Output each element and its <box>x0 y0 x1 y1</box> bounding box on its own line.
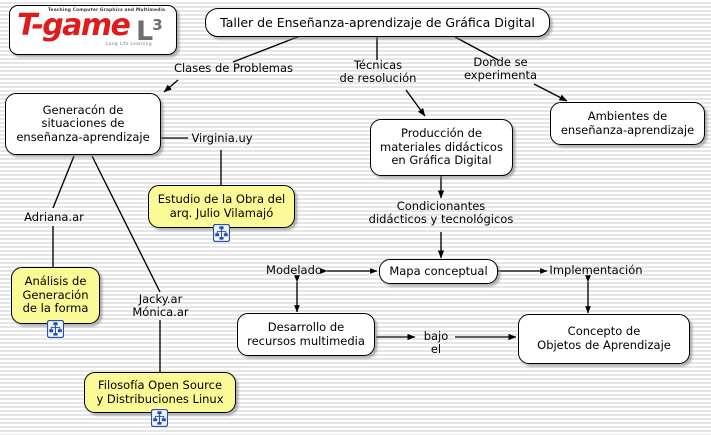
node-generacion-situaciones[interactable]: Generacón de situaciones de enseñanza-ap… <box>5 93 161 155</box>
link-donde-se-experimenta: Donde se experimenta <box>463 55 538 83</box>
logo-tagline-top: Teaching Computer Graphics and Multimedi… <box>48 8 166 13</box>
child-map-icon[interactable] <box>151 409 168 427</box>
link-jacky-monica: Jacky.ar Mónica.ar <box>132 292 189 320</box>
node-desarrollo-recursos-multimedia[interactable]: Desarrollo de recursos multimedia <box>237 313 375 356</box>
node-ambientes-ensenanza[interactable]: Ambientes de enseñanza-aprendizaje <box>550 102 705 145</box>
node-filosofia-open-source[interactable]: Filosofía Open Source y Distribuciones L… <box>84 372 236 413</box>
child-map-icon[interactable] <box>47 320 64 338</box>
node-analisis-generacion-forma[interactable]: Análisis de Generación de la forma <box>11 267 100 324</box>
tgamel3-logo: Teaching Computer Graphics and Multimedi… <box>9 5 177 55</box>
logo-wordmark-gray: L3 <box>136 10 163 47</box>
node-produccion-materiales[interactable]: Producción de materiales didácticos en G… <box>370 119 513 176</box>
link-condicionantes-didacticos: Condicionantes didácticos y tecnológicos <box>368 199 514 227</box>
node-estudio-obra-vilamajo[interactable]: Estudio de la Obra del arq. Julio Vilama… <box>148 185 295 228</box>
link-clases-de-problemas: Clases de Problemas <box>173 61 294 75</box>
link-tecnicas-de-resolucion: Técnicas de resolución <box>339 58 417 86</box>
child-map-icon[interactable] <box>213 224 230 242</box>
node-taller-ensenanza-aprendizaje[interactable]: Taller de Enseñanza-aprendizaje de Gráfi… <box>205 8 550 37</box>
node-concepto-objetos-aprendizaje[interactable]: Concepto de Objetos de Aprendizaje <box>518 314 690 364</box>
logo-wordmark-superscript: 3 <box>152 16 162 34</box>
logo-wordmark-red: T-game <box>17 8 131 43</box>
logo-wordmark-letter: L <box>136 16 153 47</box>
link-modelado: Modelado <box>266 263 322 277</box>
link-virginia-uy: Virginia.uy <box>191 131 253 145</box>
logo-tagline-bottom: Long Life Learning <box>106 42 152 47</box>
node-mapa-conceptual[interactable]: Mapa conceptual <box>379 259 498 284</box>
link-implementacion: Implementación <box>549 263 643 277</box>
link-bajo-el: bajo el <box>423 329 449 357</box>
link-adriana-ar: Adriana.ar <box>24 210 84 224</box>
